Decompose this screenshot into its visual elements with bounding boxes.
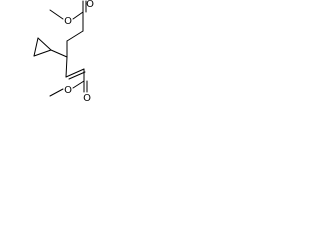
bond-ch-to-alkene	[65, 56, 68, 78]
atom-label-lower-ester-oxygen: O	[64, 85, 72, 96]
bond-cyclopropyl-ring-left	[33, 37, 39, 57]
bond-alkene-double-inner	[68, 71, 86, 80]
bond-bottom-ester-oxygen-to-methyl	[49, 88, 64, 97]
bond-cyclopropyl-ring-top	[37, 37, 52, 51]
atom-label-upper-ester-oxygen: O	[64, 16, 72, 27]
chemical-structure-diagram: O O O O	[33, 0, 94, 104]
bond-ch-to-cyclopropyl	[50, 49, 68, 58]
bond-ch2-to-ch2	[66, 30, 84, 42]
bond-top-ester-oxygen-to-carbonyl	[72, 11, 84, 20]
bond-cyclopropyl-ring-bottom	[33, 49, 52, 57]
bond-alkene-double-outer	[65, 68, 85, 78]
bond-top-methyl-to-ester-oxygen	[49, 9, 64, 20]
bond-bottom-carbonyl-to-ester-oxygen	[72, 80, 85, 89]
atom-label-upper-carbonyl-oxygen: O	[86, 0, 94, 10]
atom-label-lower-carbonyl-oxygen: O	[83, 93, 91, 104]
